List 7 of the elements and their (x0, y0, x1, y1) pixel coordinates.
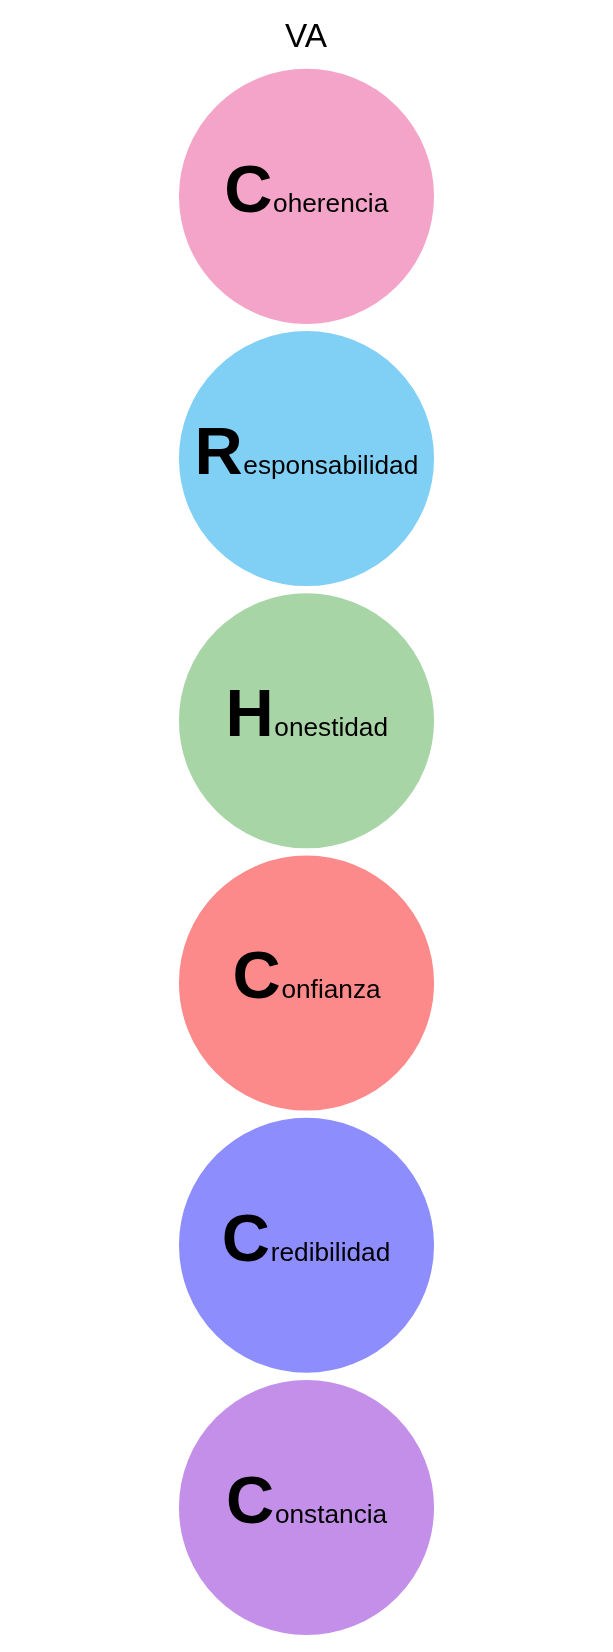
node-circle: Credibilidad (176, 1115, 437, 1376)
node-circle: Responsabilidad (176, 328, 437, 589)
node-circle: Coherencia (176, 66, 437, 327)
node-circle: Honestidad (176, 590, 437, 851)
node-circle: Constancia (176, 1377, 437, 1638)
label: VA (285, 17, 328, 55)
node-circle: Confianza (176, 853, 437, 1113)
